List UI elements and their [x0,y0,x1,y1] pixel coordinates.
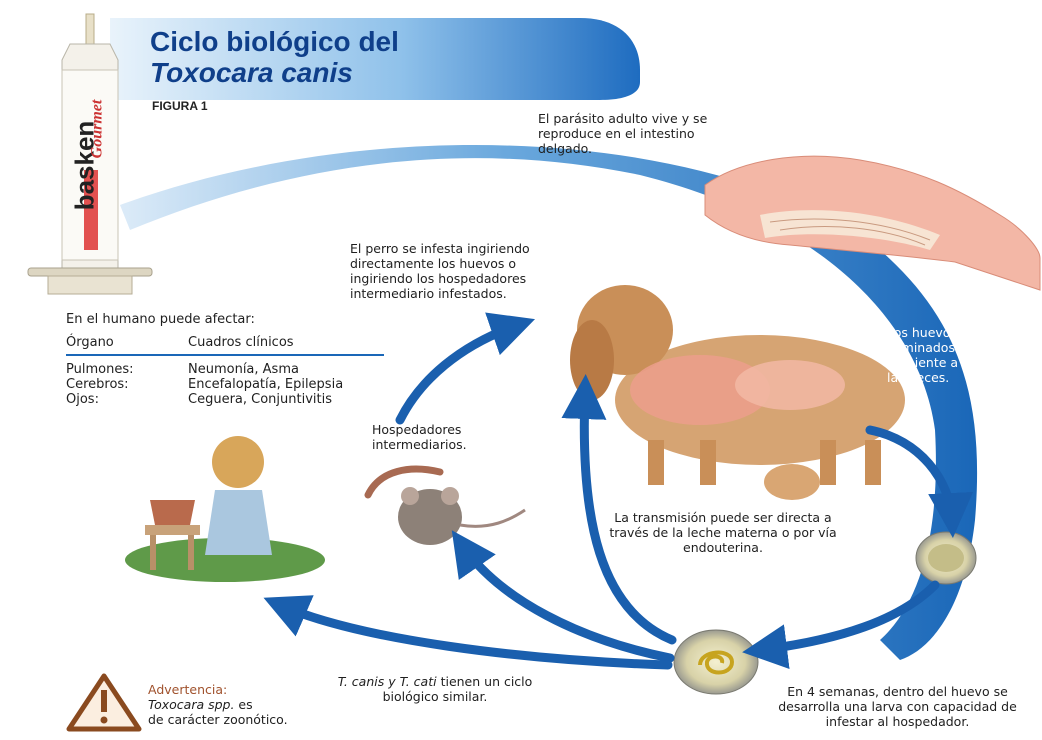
warning-line-2-rest: es [234,697,253,712]
caption-transmission: La transmisión puede ser directa a travé… [609,510,837,555]
egg-illustration-larva [673,629,759,695]
arrow-larva-to-mouse [451,530,675,663]
warning-line-2: Toxocara spp. es [148,697,253,712]
title-line-1: Ciclo biológico del [150,26,399,57]
human-table-col-condition: Cuadros clínicos [188,335,294,350]
human-table-organ-1: Pulmones: [66,362,134,377]
human-table-condition-1: Neumonía, Asma [188,362,299,377]
cycle-arc-band [120,145,978,660]
caption-similar-cycle-species: T. canis y T. cati [337,674,437,689]
egg-illustration-unembryonated [915,531,977,585]
arrow-egg-to-larva-egg [742,580,940,669]
brand-sub-logo-text: Gourmet [88,99,106,159]
warning-icon [66,673,142,732]
arrow-larva-to-dog [561,374,677,645]
arrow-intestine-to-eggs [865,425,974,538]
earthworm-illustration [364,465,444,499]
caption-similar-cycle: T. canis y T. cati tienen un ciclo bioló… [315,674,555,704]
dog-illustration [570,285,905,500]
human-table-organ-2: Cerebros: [66,377,129,392]
human-table-organ-3: Ojos: [66,392,99,407]
arrow-to-dog-infection [395,312,536,425]
caption-adult-parasite: El parásito adulto vive y se reproduce e… [538,111,708,156]
arrow-larva-to-child [263,595,673,670]
warning-title: Advertencia: [148,682,228,697]
syringe-illustration [27,13,153,295]
warning-species: Toxocara spp. [148,697,235,712]
human-table-col-organ: Órgano [66,335,114,350]
caption-similar-cycle-rest: tienen un ciclo biológico similar. [382,674,533,704]
child-illustration [125,436,325,582]
figure-label: FIGURA 1 [152,99,208,113]
human-table-heading: En el humano puede afectar: [66,312,255,327]
caption-eggs-eliminated: Los huevos son eliminados al medio ambie… [887,325,1021,385]
human-table-condition-3: Ceguera, Conjuntivitis [188,392,332,407]
warning-line-3: de carácter zoonótico. [148,712,288,727]
title-line-2: Toxocara canis [150,57,353,88]
title-banner [110,18,640,100]
intestine-illustration [704,155,1041,291]
caption-dog-infection: El perro se infesta ingiriendo directame… [350,241,530,301]
mouse-illustration [398,487,526,545]
caption-larva-development: En 4 semanas, dentro del huevo se desarr… [778,684,1017,729]
caption-intermediate-hosts: Hospedadores intermediarios. [372,422,467,452]
cycle-arrows [263,312,974,670]
human-table-condition-2: Encefalopatía, Epilepsia [188,377,344,392]
